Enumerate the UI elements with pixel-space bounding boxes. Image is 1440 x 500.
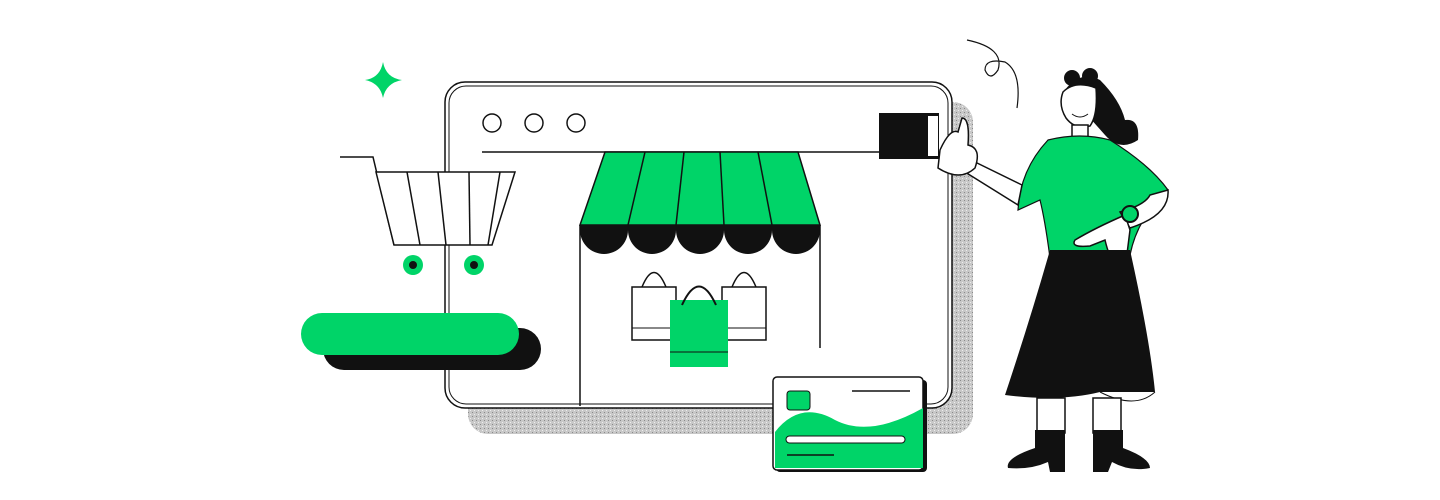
- woman-figure: [937, 68, 1169, 472]
- window-dot-icon: [524, 113, 544, 133]
- shopping-bags: [631, 271, 767, 367]
- credit-card: [772, 376, 927, 472]
- watch-icon: [1121, 205, 1139, 223]
- card-chip-icon: [786, 390, 811, 411]
- swirl-decoration: [966, 39, 1019, 109]
- green-pill: [301, 313, 519, 355]
- window-dot-icon: [482, 113, 502, 133]
- shopping-cart-icon: [340, 156, 517, 275]
- window-dot-icon: [566, 113, 586, 133]
- shop-awning: [578, 151, 822, 406]
- sparkle-icon: [365, 62, 402, 98]
